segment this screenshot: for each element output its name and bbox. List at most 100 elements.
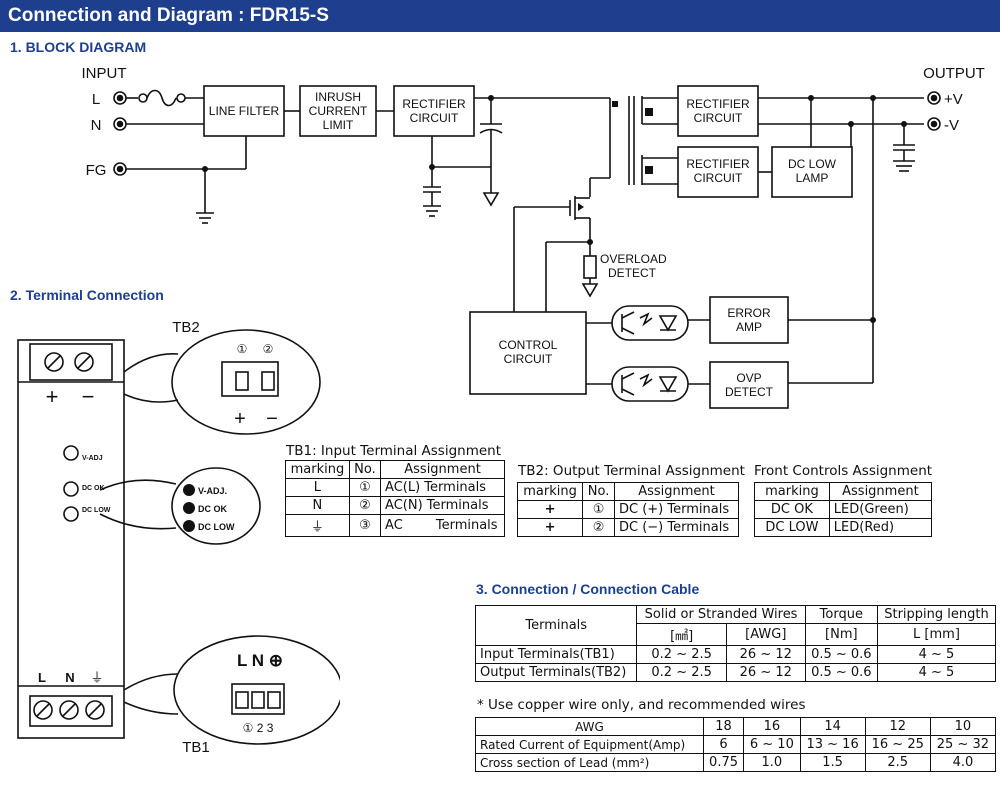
minus-label: − [82, 384, 95, 409]
tb2-row-1-assignment: DC (+) Terminals [614, 500, 739, 519]
tb1-row-2-marking: N [285, 496, 350, 515]
tb2-table: marking No. Assignment + ① DC (+) Termin… [516, 482, 739, 537]
awg-table: AWG 18 16 14 12 10 Rated Current of Equi… [475, 717, 997, 772]
cable-table: Terminals Solid or Stranded Wires Torque… [474, 605, 997, 682]
n-label: N [91, 117, 102, 134]
awg-header-18: 18 [702, 717, 745, 736]
awg-header-16: 16 [743, 717, 801, 736]
cable-row-2-torque: 0.5 ~ 0.6 [804, 663, 878, 682]
tb1-row-3-no: ③ [348, 514, 382, 537]
cable-row-1-terminal: Input Terminals(TB1) [474, 645, 638, 664]
neg-v-label: -V [944, 117, 959, 134]
rectifier-1-line-1: RECTIFIER [402, 97, 466, 111]
front-row-2-marking: DC LOW [754, 518, 830, 537]
line-filter-box: LINE FILTER [209, 104, 280, 118]
tb2-row-2-no: ② [582, 518, 615, 537]
front-table: marking Assignment DC OK LED(Green) DC L… [754, 482, 933, 537]
tb1-header-no: No. [348, 460, 382, 479]
cable-row-1-torque: 0.5 ~ 0.6 [804, 645, 878, 664]
cable-row-2-stripping: 4 ~ 5 [876, 663, 997, 682]
dc-low-label: DC LOW [82, 507, 111, 514]
output-label: OUTPUT [923, 65, 985, 82]
inrush-line-3: LIMIT [323, 118, 354, 132]
tb2-header-assignment: Assignment [614, 482, 739, 501]
control-line-1: CONTROL [499, 338, 558, 352]
tb1-caption: TB1: Input Terminal Assignment [286, 443, 502, 459]
ovp-line-1: OVP [736, 371, 761, 385]
tb1-row-1-no: ① [348, 478, 382, 497]
fg-label: FG [86, 162, 107, 179]
awg-row-2-14: 1.5 [799, 753, 866, 772]
tb2-zoom-plus: + [234, 408, 246, 430]
cable-header-stripping: Stripping length [876, 605, 997, 624]
tb2-caption: TB2: Output Terminal Assignment [518, 463, 745, 479]
cable-sub-nm: [Nm] [804, 623, 878, 646]
bottom-l-label: L [38, 670, 46, 685]
awg-row-2-10: 4.0 [929, 753, 997, 772]
cable-row-1-awg: 26 ~ 12 [725, 645, 806, 664]
awg-header-14: 14 [799, 717, 866, 736]
front-header-assignment: Assignment [828, 482, 933, 501]
terminal-drawing: TB2 TB1 + − ① ② + − V-ADJ DC OK DC LOW V… [17, 319, 340, 756]
cable-sub-mm2: [㎟] [636, 623, 727, 646]
tb2-header-no: No. [582, 482, 615, 501]
tb2-zoom-num-1: ① [237, 342, 248, 356]
tb2-label: TB2 [172, 319, 200, 336]
tb1-header-assignment: Assignment [380, 460, 505, 479]
awg-row-2-18: 0.75 [702, 753, 745, 772]
awg-row-1-16: 6 ~ 10 [743, 735, 801, 754]
overload-line-1: OVERLOAD [600, 252, 667, 266]
tb2-row-1-no: ① [582, 500, 615, 519]
tb2-row-2-assignment: DC (−) Terminals [614, 518, 739, 537]
awg-row-2-16: 1.0 [743, 753, 801, 772]
section-block-diagram: 1. BLOCK DIAGRAM [10, 39, 147, 55]
cable-header-torque: Torque [804, 605, 878, 624]
awg-header-label: AWG [475, 717, 704, 736]
rectifier-3-line-1: RECTIFIER [686, 157, 750, 171]
copper-note: * Use copper wire only, and recommended … [477, 697, 806, 713]
cable-sub-mm: L [mm] [876, 623, 997, 646]
input-label: INPUT [82, 65, 127, 82]
cable-row-2-mm2: 0.2 ~ 2.5 [636, 663, 727, 682]
tb1-row-3-assignment: AC Terminals [380, 514, 505, 537]
v-adj-zoom-label: V-ADJ. [198, 486, 227, 496]
bottom-n-label: N [65, 670, 74, 685]
tb1-row-2-no: ② [348, 496, 382, 515]
error-amp-line-1: ERROR [727, 306, 771, 320]
tb1-row-1-assignment: AC(L) Terminals [380, 478, 505, 497]
page-title: Connection and Diagram : FDR15-S [0, 0, 1000, 32]
awg-row-1-12: 16 ~ 25 [864, 735, 931, 754]
cable-row-1-stripping: 4 ~ 5 [876, 645, 997, 664]
tb2-zoom-minus: − [266, 408, 278, 430]
dc-ok-zoom-label: DC OK [198, 504, 228, 514]
tb1-row-2-assignment: AC(N) Terminals [380, 496, 505, 515]
awg-row-2-12: 2.5 [864, 753, 931, 772]
inrush-line-1: INRUSH [315, 90, 361, 104]
tb1-header-marking: marking [285, 460, 350, 479]
bottom-fg-label: ⏚ [90, 670, 103, 685]
front-caption: Front Controls Assignment [754, 463, 933, 479]
cable-row-2-terminal: Output Terminals(TB2) [474, 663, 638, 682]
awg-row-1-label: Rated Current of Equipment(Amp) [475, 735, 704, 754]
tb1-row-3-marking: ⏚ [285, 514, 350, 537]
dc-low-lamp-line-1: DC LOW [788, 157, 837, 171]
tb1-label: TB1 [182, 739, 210, 756]
l-label: L [92, 91, 100, 108]
dc-ok-label: DC OK [82, 485, 105, 492]
v-adj-label: V-ADJ [82, 455, 103, 462]
plus-label: + [46, 384, 59, 409]
awg-header-12: 12 [864, 717, 931, 736]
section-terminal-connection: 2. Terminal Connection [10, 287, 164, 303]
cable-sub-awg: [AWG] [725, 623, 806, 646]
tb2-zoom-num-2: ② [263, 342, 274, 356]
tb2-row-2-marking: + [516, 518, 584, 537]
ovp-line-2: DETECT [725, 385, 774, 399]
tb2-row-1-marking: + [516, 500, 584, 519]
tb1-table: marking No. Assignment L ① AC(L) Termina… [285, 460, 505, 537]
tb2-header-marking: marking [516, 482, 584, 501]
section-connection-cable: 3. Connection / Connection Cable [476, 581, 700, 597]
cable-header-terminals: Terminals [474, 605, 638, 646]
tb1-zoom-header: L N ⊕ [237, 651, 283, 670]
pos-v-label: +V [944, 91, 963, 108]
front-row-1-assignment: LED(Green) [828, 500, 933, 519]
